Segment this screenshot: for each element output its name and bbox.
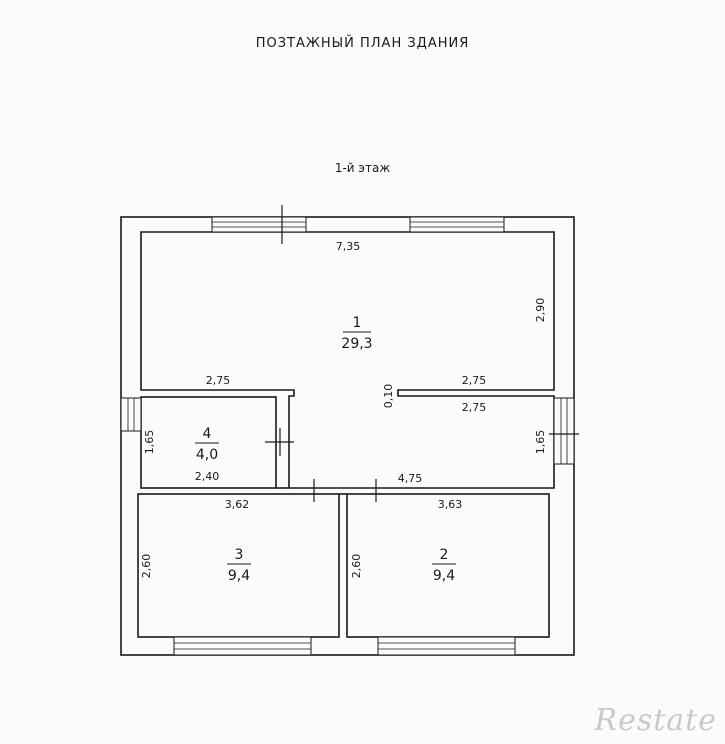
window-right xyxy=(553,397,575,465)
window-bottom-right xyxy=(377,636,516,656)
room-4-area: 4,0 xyxy=(196,447,218,463)
dim-room2-left: 2,60 xyxy=(350,554,363,579)
watermark-logo: Restate xyxy=(594,703,717,738)
room-2-area: 9,4 xyxy=(433,568,455,584)
dim-room2-top: 3,63 xyxy=(438,498,463,511)
room-2-number: 2 xyxy=(440,547,449,563)
window-left xyxy=(120,397,142,432)
window-top-left xyxy=(211,216,307,233)
window-top-right xyxy=(409,216,505,233)
dim-room1-top: 7,35 xyxy=(336,240,361,253)
dim-room1-right: 2,90 xyxy=(534,298,547,323)
floor-title: 1-й этаж xyxy=(334,161,391,175)
dim-room4-bottom: 2,40 xyxy=(195,470,220,483)
page-title: ПОЗТАЖНЫЙ ПЛАН ЗДАНИЯ xyxy=(255,36,470,51)
room-3-area: 9,4 xyxy=(228,568,250,584)
dim-hall-bottom: 4,75 xyxy=(398,472,423,485)
dim-hall-right-top: 2,75 xyxy=(462,401,487,414)
dim-room3-top: 3,62 xyxy=(225,498,250,511)
dim-partition-thickness: 0,10 xyxy=(382,384,395,409)
room-1-number: 1 xyxy=(353,315,362,331)
room-4-number: 4 xyxy=(203,426,212,442)
window-bottom-left xyxy=(173,636,312,656)
room-1-outline xyxy=(140,231,555,489)
dim-room4-left: 1,65 xyxy=(143,430,156,455)
dim-hall-right-side: 1,65 xyxy=(534,430,547,455)
room-2-outline xyxy=(346,493,550,638)
room-3-outline xyxy=(137,493,340,638)
dim-room3-left: 2,60 xyxy=(140,554,153,579)
dim-room1-bottom-left: 2,75 xyxy=(206,374,231,387)
room-1-area: 29,3 xyxy=(341,336,372,352)
room-3-number: 3 xyxy=(235,547,244,563)
dim-room1-bottom-right: 2,75 xyxy=(462,374,487,387)
